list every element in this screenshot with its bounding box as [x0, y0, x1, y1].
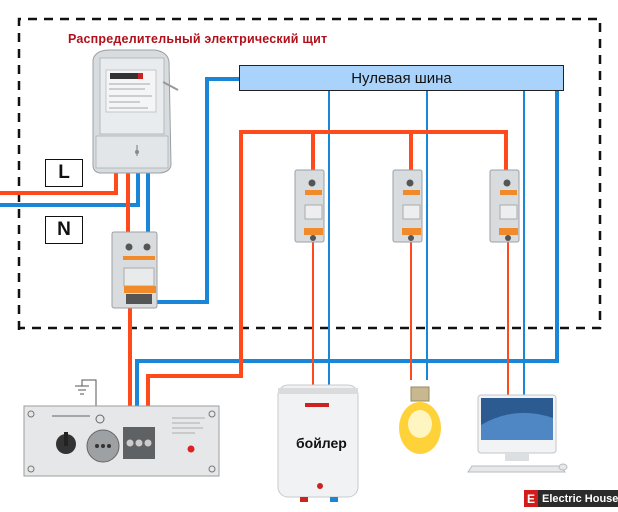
electricity-meter: [92, 49, 179, 174]
breaker-1: [294, 169, 325, 243]
brand-initial: E: [524, 490, 538, 507]
feed-neutral-wire: [0, 172, 140, 207]
water-heater: [277, 384, 359, 502]
busbar-label: Нулевая шина: [351, 69, 452, 87]
phase-wires: [0, 130, 509, 420]
breaker-3: [489, 169, 520, 243]
desktop-computer: [467, 394, 568, 473]
ground-icon: [75, 385, 89, 395]
brand-logo: E Electric House: [524, 490, 618, 507]
feed-phase-wire: [0, 172, 118, 195]
breaker-2: [392, 169, 423, 243]
voltage-stabilizer: [23, 379, 220, 477]
main-breaker: [111, 231, 158, 309]
phase-label: L: [45, 159, 83, 187]
busbar-to-stabilizer-neutral: [135, 91, 559, 420]
diagram-title: Распределительный электрический щит: [68, 32, 328, 46]
light-bulb: [399, 386, 441, 454]
panel-border: [17, 17, 602, 330]
stabilizer-output-phase: [146, 130, 508, 420]
brand-name: Electric House: [538, 490, 618, 507]
breaker-to-busbar-neutral: [145, 77, 240, 304]
neutral-busbar: Нулевая шина: [239, 65, 564, 91]
neutral-wires: [0, 77, 559, 420]
boiler-label: бойлер: [296, 435, 347, 451]
neutral-label: N: [45, 216, 83, 244]
